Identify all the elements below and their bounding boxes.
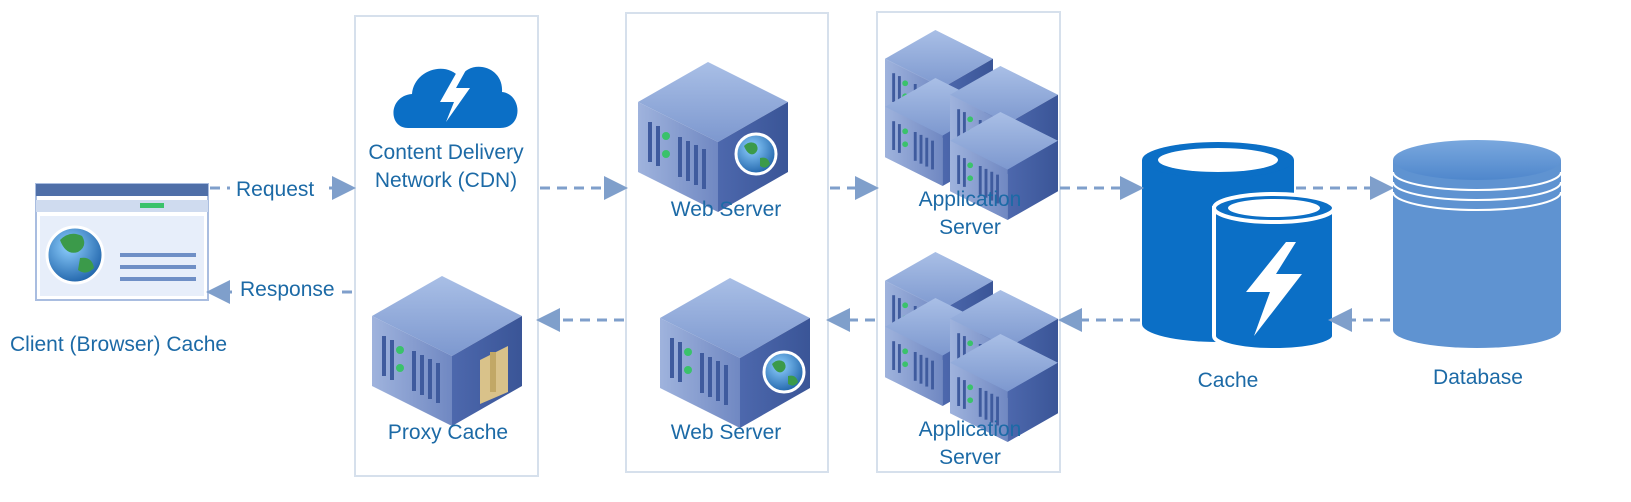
database-cylinder-icon <box>1392 140 1562 348</box>
cache-label: Cache <box>1198 369 1259 392</box>
database-label: Database <box>1433 366 1523 389</box>
request-label: Request <box>236 178 314 201</box>
cloud-lightning-icon <box>393 66 518 128</box>
response-label: Response <box>240 278 335 301</box>
proxy-cache-label: Proxy Cache <box>388 421 508 444</box>
client-label: Client (Browser) Cache <box>10 333 227 356</box>
web-server-bottom-label: Web Server <box>671 421 782 444</box>
proxy-server-icon <box>372 276 522 426</box>
web-server-top-label: Web Server <box>671 198 782 221</box>
app-server-top-label-line2: Server <box>939 216 1001 239</box>
cache-cylinders-icon <box>1142 142 1336 352</box>
app-server-bottom-label-line2: Server <box>939 446 1001 469</box>
cdn-label-line1: Content Delivery <box>368 141 524 164</box>
app-server-top-label-line1: Application <box>919 188 1022 211</box>
cdn-label-line2: Network (CDN) <box>375 169 517 192</box>
app-server-bottom-label-line1: Application <box>919 418 1022 441</box>
browser-window-icon <box>35 183 209 301</box>
